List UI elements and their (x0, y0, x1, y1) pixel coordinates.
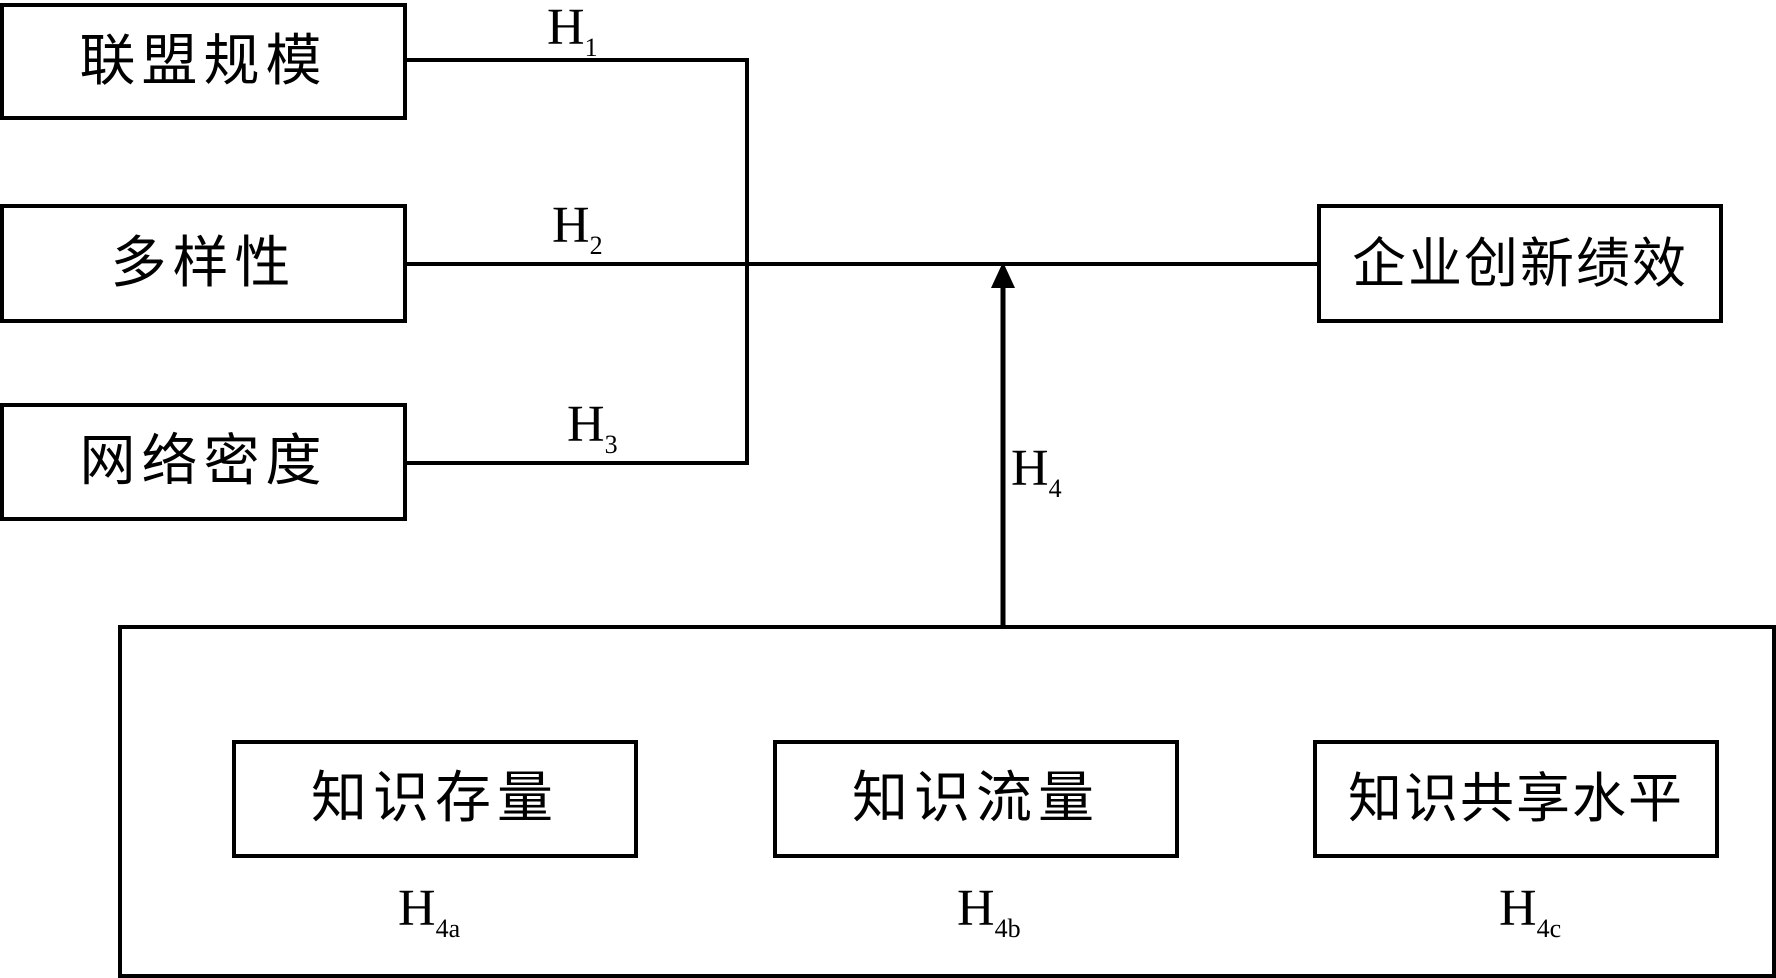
knowledge-sharing-label: 知识共享水平 (1348, 767, 1684, 830)
h4a-label: H4a (398, 880, 461, 943)
diversity-label: 多样性 (110, 230, 297, 296)
innovation-performance-label: 企业创新绩效 (1352, 231, 1688, 295)
innovation-performance-box: 企业创新绩效 (1317, 204, 1723, 323)
knowledge-stock-label: 知识存量 (311, 766, 559, 831)
h2-label: H2 (552, 197, 603, 260)
h3-label: H3 (567, 396, 618, 459)
network-density-box: 网络密度 (0, 403, 407, 521)
h4c-label: H4c (1499, 880, 1562, 943)
network-density-label: 网络密度 (79, 429, 328, 494)
h1-label: H1 (547, 0, 598, 62)
alliance-size-box: 联盟规模 (0, 3, 407, 120)
h4-label: H4 (1011, 440, 1062, 503)
h1-connector (405, 58, 749, 465)
knowledge-sharing-box: 知识共享水平 (1313, 740, 1719, 858)
diversity-box: 多样性 (0, 204, 407, 323)
h4-arrowhead (991, 262, 1015, 288)
alliance-size-label: 联盟规模 (79, 28, 328, 94)
h4b-label: H4b (957, 880, 1021, 943)
knowledge-stock-box: 知识存量 (232, 740, 638, 858)
knowledge-flow-label: 知识流量 (852, 766, 1100, 831)
knowledge-flow-box: 知识流量 (773, 740, 1179, 858)
